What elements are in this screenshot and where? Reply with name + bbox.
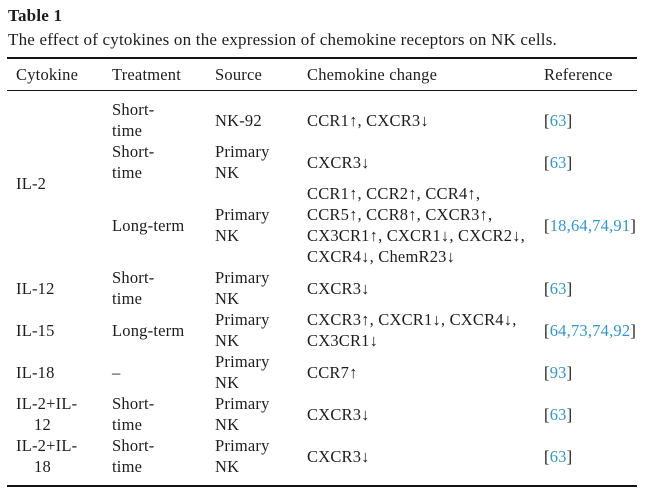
table-row: IL-15 Long-term Primary NK CXCR3↑, CXCR1… — [7, 309, 637, 351]
column-header-source: Source — [206, 58, 298, 91]
reference-cell: [63] — [535, 91, 637, 142]
table-row: IL-2+IL- 12 Short- time Primary NK CXCR3… — [7, 393, 637, 435]
citation-refs: [63] — [544, 111, 572, 130]
source-cell: Primary NK — [215, 205, 270, 245]
table-caption: The effect of cytokines on the expressio… — [8, 30, 557, 49]
source-cell: Primary NK — [215, 352, 270, 392]
citation-link[interactable]: 74 — [592, 320, 610, 340]
source-cell: NK-92 — [215, 110, 262, 130]
source-cell: Primary NK — [215, 268, 270, 308]
bracket: [ — [544, 446, 550, 466]
treatment-cell: Short- time — [112, 268, 155, 308]
citation-refs: [93] — [544, 363, 572, 382]
reference-cell: [63] — [535, 267, 637, 309]
cytokine-cell: IL-12 — [16, 278, 55, 298]
treatment-cell: Long-term — [112, 320, 185, 340]
chemokine-change-cell: CXCR3↓ — [307, 152, 370, 172]
citation-link[interactable]: 73 — [570, 320, 588, 340]
reference-cell: [64,73,74,92] — [535, 309, 637, 351]
chemokine-change-cell: CXCR3↓ — [307, 404, 370, 424]
bracket: ] — [630, 215, 637, 235]
source-cell: Primary NK — [215, 142, 270, 182]
cytokine-cell: IL-2+IL- 12 — [16, 394, 78, 434]
citation-refs: [64,73,74,92] — [544, 320, 637, 340]
table-row: IL-12 Short- time Primary NK CXCR3↓ [63] — [7, 267, 637, 309]
bracket: [ — [544, 404, 550, 424]
cytokine-cell: IL-2 — [16, 173, 47, 193]
source-cell: Primary NK — [215, 310, 270, 350]
citation-link[interactable]: 63 — [549, 446, 567, 466]
citation-link[interactable]: 63 — [549, 278, 567, 298]
citation-link[interactable]: 63 — [549, 152, 567, 172]
citation-link[interactable]: 18 — [549, 215, 567, 235]
cytokine-cell: IL-2+IL- 18 — [16, 436, 78, 476]
chemokine-change-cell: CCR7↑ — [307, 362, 358, 382]
citation-link[interactable]: 92 — [613, 320, 631, 340]
citation-link[interactable]: 74 — [592, 215, 610, 235]
citation-link[interactable]: 93 — [549, 362, 567, 382]
citation-refs: [18,64,74,91] — [544, 215, 637, 235]
table-row: Long-term Primary NK CCR1↑, CCR2↑, CCR4↑… — [7, 183, 637, 267]
bracket: [ — [544, 152, 550, 172]
chemokine-change-cell: CXCR3↑, CXCR1↓, CXCR4↓, CX3CR1↓ — [307, 310, 517, 350]
citation-link[interactable]: 91 — [613, 215, 631, 235]
citation-refs: [63] — [544, 279, 572, 298]
citation-link[interactable]: 63 — [549, 404, 567, 424]
table-row: IL-2+IL- 18 Short- time Primary NK CXCR3… — [7, 435, 637, 486]
source-cell: Primary NK — [215, 436, 270, 476]
reference-cell: [63] — [535, 435, 637, 486]
cytokine-chemokine-table: Cytokine Treatment Source Chemokine chan… — [7, 57, 637, 487]
source-cell: Primary NK — [215, 394, 270, 434]
header-row: Cytokine Treatment Source Chemokine chan… — [7, 58, 637, 91]
citation-refs: [63] — [544, 447, 572, 466]
bracket: ] — [566, 110, 573, 130]
column-header-chemokine-change: Chemokine change — [298, 58, 535, 91]
bracket: ] — [566, 152, 573, 172]
treatment-cell: Short- time — [112, 142, 155, 182]
chemokine-change-cell: CXCR3↓ — [307, 446, 370, 466]
bracket: ] — [566, 446, 573, 466]
bracket: [ — [544, 215, 550, 235]
table-row: IL-18 – Primary NK CCR7↑ [93] — [7, 351, 637, 393]
cytokine-cell: IL-18 — [16, 362, 55, 382]
bracket: [ — [544, 110, 550, 130]
cytokine-cell: IL-15 — [16, 320, 55, 340]
column-header-treatment: Treatment — [103, 58, 206, 91]
column-header-cytokine: Cytokine — [7, 58, 103, 91]
reference-cell: [93] — [535, 351, 637, 393]
reference-cell: [18,64,74,91] — [535, 183, 637, 267]
reference-cell: [63] — [535, 393, 637, 435]
bracket: ] — [566, 278, 573, 298]
bracket: ] — [566, 404, 573, 424]
chemokine-change-cell: CCR1↑, CCR2↑, CCR4↑, CCR5↑, CCR8↑, CXCR3… — [307, 184, 525, 266]
bracket: [ — [544, 320, 550, 340]
chemokine-change-cell: CCR1↑, CXCR3↓ — [307, 110, 429, 130]
reference-cell: [63] — [535, 141, 637, 183]
citation-link[interactable]: 63 — [549, 110, 567, 130]
citation-refs: [63] — [544, 153, 572, 172]
citation-link[interactable]: 64 — [570, 215, 588, 235]
table-title: Table 1 — [8, 6, 63, 25]
treatment-cell: Short- time — [112, 100, 155, 140]
bracket: [ — [544, 362, 550, 382]
chemokine-change-cell: CXCR3↓ — [307, 278, 370, 298]
bracket: [ — [544, 278, 550, 298]
treatment-cell: Short- time — [112, 436, 155, 476]
treatment-cell: – — [112, 362, 121, 382]
citation-refs: [63] — [544, 405, 572, 424]
table-row: IL-2 Short- time NK-92 CCR1↑, CXCR3↓ [63… — [7, 91, 637, 193]
bracket: ] — [630, 320, 637, 340]
bracket: ] — [566, 362, 573, 382]
column-header-reference: Reference — [535, 58, 637, 91]
treatment-cell: Long-term — [112, 215, 185, 235]
table-row: Short- time Primary NK CXCR3↓ [63] — [7, 141, 637, 183]
citation-link[interactable]: 64 — [549, 320, 567, 340]
treatment-cell: Short- time — [112, 394, 155, 434]
